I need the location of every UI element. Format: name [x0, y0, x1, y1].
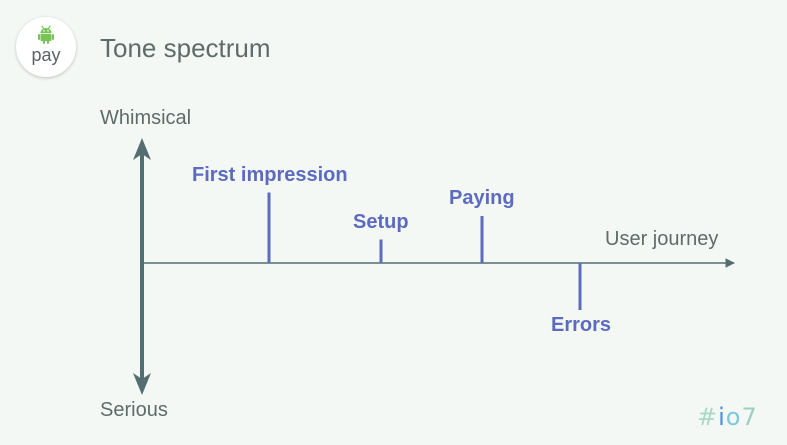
- y-axis-arrow-up: [133, 138, 151, 160]
- android-pay-logo: pay: [16, 17, 76, 77]
- io-tag-hash: #: [697, 403, 719, 431]
- point-label-3: Paying: [449, 187, 515, 209]
- slide-title: Tone spectrum: [100, 33, 271, 63]
- y-axis-bottom-label: Serious: [100, 399, 168, 421]
- android-robot-icon: [38, 25, 54, 44]
- io-tag-o: o: [725, 403, 742, 431]
- y-axis-arrow-down: [133, 373, 151, 395]
- io-tag-seven: 7: [741, 403, 758, 431]
- io-tag-i: i: [718, 403, 726, 431]
- point-label-4: Errors: [551, 314, 612, 336]
- tone-markers: [267, 192, 582, 310]
- logo-text: pay: [31, 45, 61, 65]
- y-axis-top-label: Whimsical: [100, 107, 192, 129]
- io17-event-tag: #io7: [697, 403, 758, 431]
- point-label-2: Setup: [353, 210, 409, 233]
- x-axis-label: User journey: [605, 228, 719, 250]
- point-label-1: First impression: [192, 163, 348, 186]
